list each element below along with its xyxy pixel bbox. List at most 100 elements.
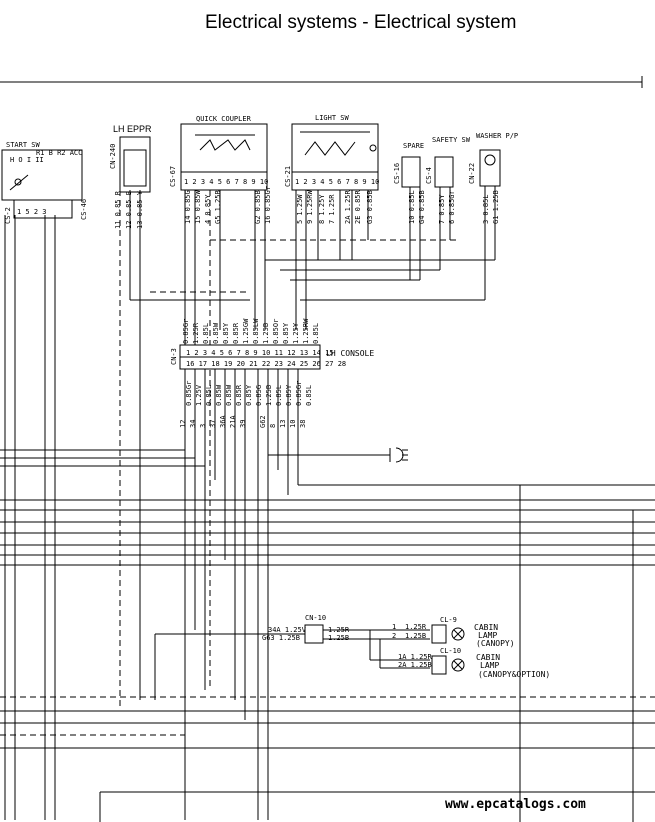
svg-text:1.25V: 1.25V: [195, 384, 203, 406]
svg-text:G3 0.85B: G3 0.85B: [366, 190, 374, 224]
svg-text:LH CONSOLE: LH CONSOLE: [326, 349, 374, 358]
svg-text:5 1.25W: 5 1.25W: [296, 194, 304, 224]
svg-text:0.85L: 0.85L: [205, 385, 213, 406]
start-sw-box: [1, 149, 83, 201]
svg-text:1.25B: 1.25B: [405, 632, 426, 640]
svg-text:2E 0.85R: 2E 0.85R: [354, 189, 362, 224]
svg-text:1.25RW: 1.25RW: [302, 318, 310, 344]
svg-text:1A 1.25R: 1A 1.25R: [398, 653, 433, 661]
svg-text:9 1.25RW: 9 1.25RW: [306, 189, 314, 224]
svg-text:3 0.85L: 3 0.85L: [482, 194, 490, 224]
svg-text:LAMP: LAMP: [478, 631, 497, 640]
svg-text:1 2 3 4 5 6 7 8 9 10: 1 2 3 4 5 6 7 8 9 10: [295, 178, 379, 186]
svg-text:0.85W: 0.85W: [215, 384, 223, 406]
svg-text:G62: G62: [259, 415, 267, 428]
svg-text:14 0.85G: 14 0.85G: [184, 190, 192, 224]
svg-text:8: 8: [269, 424, 277, 428]
light-switch: LIGHT SW CS-21 1 2 3 4 5 6 7 8 9 10: [284, 114, 379, 191]
svg-text:4 0.85Y: 4 0.85Y: [204, 194, 212, 224]
svg-text:0.85W: 0.85W: [225, 384, 233, 406]
svg-text:(CANOPY&OPTION): (CANOPY&OPTION): [478, 670, 550, 679]
svg-text:G4 0.85B: G4 0.85B: [418, 190, 426, 224]
svg-text:CS-46: CS-46: [80, 199, 88, 220]
svg-text:0.85Or: 0.85Or: [272, 319, 280, 344]
svg-text:1.25Y: 1.25Y: [292, 322, 300, 344]
upper-vertical-wires: [4, 186, 496, 820]
svg-text:0.85Y: 0.85Y: [285, 384, 293, 406]
svg-text:CABIN: CABIN: [474, 623, 498, 632]
svg-text:7 1.25R: 7 1.25R: [328, 194, 336, 224]
svg-text:0.85L: 0.85L: [312, 323, 320, 344]
svg-text:1: 1: [392, 623, 396, 631]
svg-text:7 0.85Y: 7 0.85Y: [438, 194, 446, 224]
svg-text:0.85L: 0.85L: [202, 323, 210, 344]
svg-text:1 2 3 4 5 6 7 8 9 10: 1 2 3 4 5 6 7 8 9 10: [184, 178, 268, 186]
svg-text:(CANOPY): (CANOPY): [476, 639, 515, 648]
svg-text:1 5 2 3: 1 5 2 3: [17, 208, 47, 216]
lower-wires: [0, 369, 655, 822]
svg-text:QUICK COUPLER: QUICK COUPLER: [196, 115, 252, 123]
svg-text:16 17 18 19 20 21 22 23 24 25: 16 17 18 19 20 21 22 23 24 25 26 27 28: [186, 360, 346, 368]
svg-text:CN-22: CN-22: [468, 163, 476, 184]
svg-text:10: 10: [289, 420, 297, 428]
svg-text:1.25B: 1.25B: [328, 634, 349, 642]
cn-10-connector: CN-10 34A 1.25V G63 1.25B 1.25R 1.25B: [154, 614, 430, 700]
svg-text:1.25R: 1.25R: [405, 623, 427, 631]
svg-text:0.85L: 0.85L: [275, 385, 283, 406]
svg-text:2A 1.25R: 2A 1.25R: [344, 189, 352, 224]
svg-text:1.25R: 1.25R: [192, 322, 200, 344]
svg-text:CS-4: CS-4: [425, 167, 433, 184]
svg-text:0.85Y: 0.85Y: [222, 322, 230, 344]
svg-text:15 0.85W: 15 0.85W: [194, 189, 202, 224]
svg-text:H O I II: H O I II: [10, 156, 44, 164]
svg-text:SPARE: SPARE: [403, 142, 424, 150]
svg-text:CS-21: CS-21: [284, 166, 292, 187]
svg-text:CS-2: CS-2: [4, 207, 12, 224]
svg-text:CN-3: CN-3: [170, 348, 178, 365]
svg-text:CN-10: CN-10: [305, 614, 326, 622]
svg-text:12: 12: [179, 420, 187, 428]
svg-text:37: 37: [209, 420, 217, 428]
svg-text:0.85Gr: 0.85Gr: [185, 381, 193, 406]
svg-text:LIGHT SW: LIGHT SW: [315, 114, 350, 122]
svg-text:3: 3: [199, 424, 207, 428]
svg-text:39: 39: [239, 420, 247, 428]
svg-text:13: 13: [279, 420, 287, 428]
svg-text:CS-16: CS-16: [393, 163, 401, 184]
svg-text:0.85Y: 0.85Y: [282, 322, 290, 344]
svg-text:10 0.85L: 10 0.85L: [408, 190, 416, 224]
svg-text:CN-240: CN-240: [109, 144, 117, 169]
page-title: Electrical systems - Electrical system: [205, 12, 517, 33]
lh-eppr: LH EPPR CN-240 11 0.85 R 12 0.85 B 13 0.…: [109, 124, 152, 229]
cl-10-cabin-lamp: CL-10 CABIN LAMP (CANOPY&OPTION) 1A 1.25…: [398, 647, 550, 679]
safety-switch: SAFETY SW CS-4: [425, 136, 471, 188]
svg-text:G1 1.25B: G1 1.25B: [492, 190, 500, 224]
svg-text:1.25B: 1.25B: [262, 323, 270, 344]
svg-text:21A: 21A: [229, 415, 237, 428]
svg-text:G2 0.85B: G2 0.85B: [254, 190, 262, 224]
svg-text:6 0.85Gr: 6 0.85Gr: [448, 190, 456, 224]
svg-text:0.85LW: 0.85LW: [252, 318, 260, 344]
svg-text:2: 2: [392, 632, 396, 640]
svg-text:1 2 3 4 5 6 7 8 9 10 11 12 13: 1 2 3 4 5 6 7 8 9 10 11 12 13 14 15: [186, 349, 334, 357]
svg-text:36A: 36A: [219, 415, 227, 428]
cl-9-cabin-lamp: CL-9 CABIN LAMP (CANOPY) 1 2 1.25R 1.25B: [392, 616, 515, 648]
svg-text:LAMP: LAMP: [480, 661, 499, 670]
svg-text:CS-67: CS-67: [169, 166, 177, 187]
svg-text:0.85Y: 0.85Y: [245, 384, 253, 406]
svg-text:R1 B R2 ACC: R1 B R2 ACC: [36, 149, 82, 157]
svg-text:16 0.85Gr: 16 0.85Gr: [264, 186, 272, 224]
svg-text:G5 1.25B: G5 1.25B: [214, 190, 222, 224]
svg-text:0.85W: 0.85W: [212, 322, 220, 344]
svg-text:0.85R: 0.85R: [235, 384, 243, 406]
svg-text:WASHER P/P: WASHER P/P: [476, 132, 518, 140]
start-switch: START SW H O I II R1 B R2 ACC CS-2 CS-46…: [1, 141, 88, 224]
svg-text:0.85Gr: 0.85Gr: [295, 381, 303, 406]
svg-text:2A 1.25B: 2A 1.25B: [398, 661, 432, 669]
svg-text:12 0.85 B: 12 0.85 B: [125, 191, 133, 229]
svg-text:CL-10: CL-10: [440, 647, 461, 655]
washer-pump: WASHER P/P CN-22: [468, 132, 518, 187]
svg-text:SAFETY SW: SAFETY SW: [432, 136, 471, 144]
svg-text:1.25B: 1.25B: [265, 385, 273, 406]
